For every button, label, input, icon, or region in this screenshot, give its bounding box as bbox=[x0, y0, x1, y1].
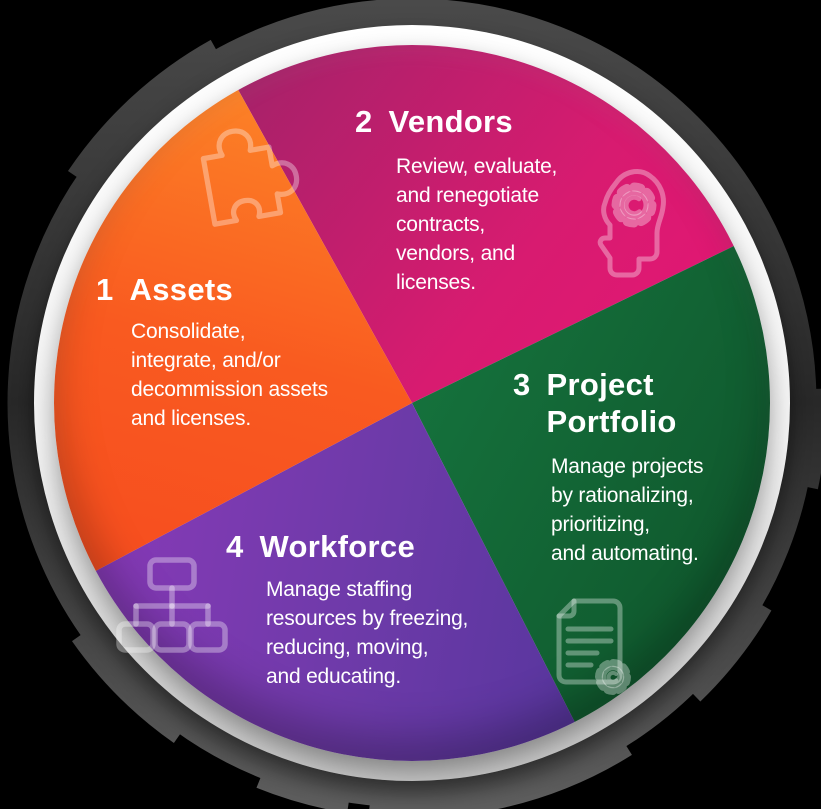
ring-band bbox=[7, 0, 817, 808]
head-gear-icon bbox=[572, 163, 672, 281]
vendors-description: Review, evaluate, and renegotiate contra… bbox=[396, 155, 558, 294]
slice-number: 3 bbox=[513, 367, 531, 402]
assets-heading: 1 Assets bbox=[96, 271, 233, 308]
slice-number: 4 bbox=[226, 529, 244, 564]
slice-number: 1 bbox=[96, 272, 114, 307]
slice-title: Project Portfolio bbox=[546, 367, 677, 439]
org-chart-icon bbox=[112, 552, 232, 656]
vendors-heading: 2 Vendors bbox=[355, 103, 513, 140]
slice-title: Workforce bbox=[259, 529, 415, 564]
slice-title: Vendors bbox=[388, 104, 513, 139]
project-portfolio-description: Manage projects by rationalizing, priori… bbox=[551, 455, 704, 565]
document-gear-icon bbox=[541, 591, 641, 701]
assets-description: Consolidate, integrate, and/or decommiss… bbox=[131, 320, 328, 430]
workforce-heading: 4 Workforce bbox=[226, 528, 415, 565]
workforce-description: Manage staffing resources by freezing, r… bbox=[266, 578, 469, 688]
slice-number: 2 bbox=[355, 104, 373, 139]
slice-title: Assets bbox=[129, 272, 234, 307]
pie bbox=[54, 45, 770, 761]
puzzle-piece-icon bbox=[174, 107, 311, 244]
project-portfolio-heading: 3 Project Portfolio bbox=[513, 366, 677, 440]
